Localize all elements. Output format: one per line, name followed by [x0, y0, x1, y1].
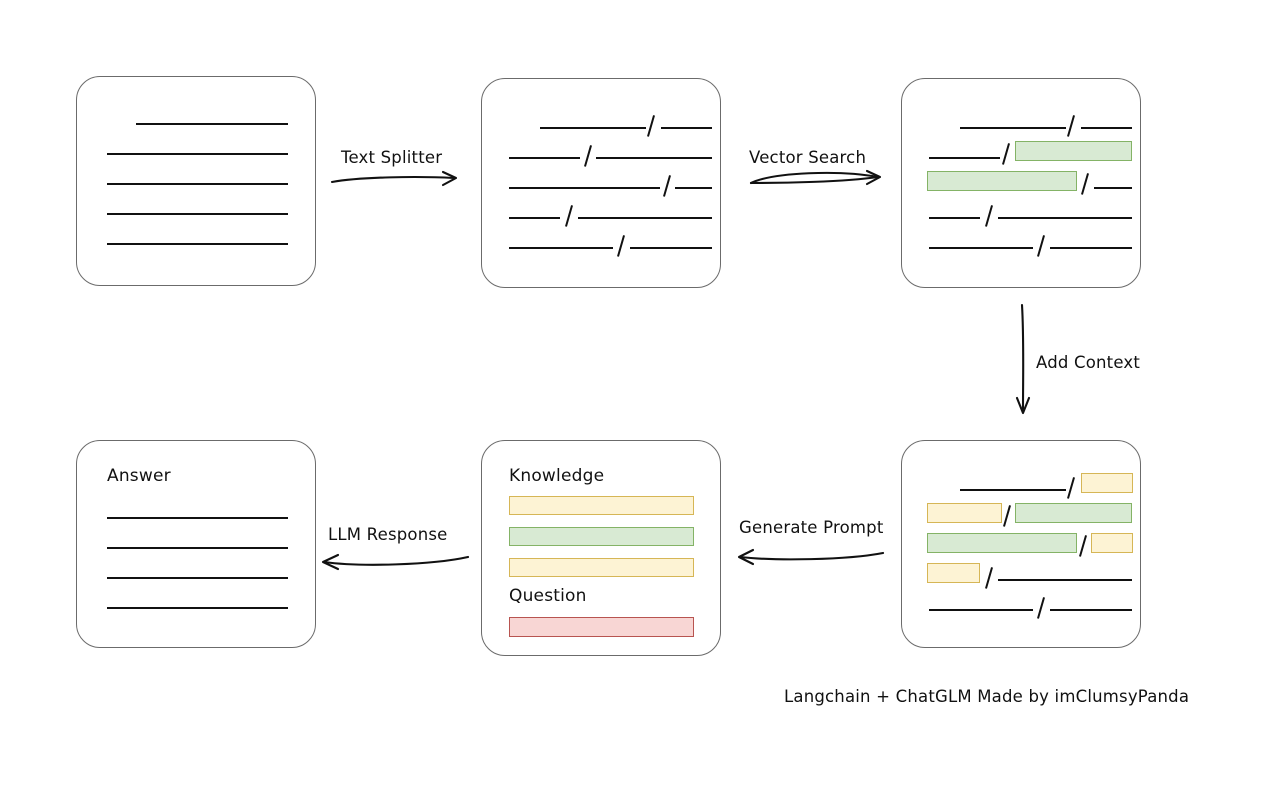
arrow-generate-prompt [737, 548, 885, 566]
chunk-segment [509, 187, 660, 189]
chunk-segment [630, 247, 712, 249]
card-answer[interactable]: Answer [76, 440, 316, 648]
document-line [107, 243, 288, 245]
chunk-slash [1003, 505, 1012, 527]
chunk-slash [1067, 115, 1076, 137]
knowledge-bar-green-1[interactable] [509, 527, 694, 546]
arrow-llm-response [321, 553, 470, 571]
chunk-slash [985, 567, 994, 589]
chunk-segment [929, 217, 980, 219]
answer-line [107, 607, 288, 609]
card-matched-chunks[interactable] [901, 78, 1141, 288]
chunk-slash [565, 205, 574, 227]
chunk-slash [647, 115, 656, 137]
edge-label-text-splitter: Text Splitter [341, 148, 443, 167]
edge-label-generate-prompt: Generate Prompt [739, 518, 884, 537]
chunk-slash [1037, 235, 1046, 257]
chunk-segment [1050, 247, 1132, 249]
card-prompt[interactable]: Knowledge Question [481, 440, 721, 656]
chunk-slash [1002, 143, 1011, 165]
highlight-chip-yellow[interactable] [927, 503, 1002, 523]
chunk-slash [663, 175, 672, 197]
chunk-segment [509, 157, 580, 159]
chunk-segment [578, 217, 712, 219]
card-source-document[interactable] [76, 76, 316, 286]
document-line [107, 213, 288, 215]
knowledge-bar-yellow-2[interactable] [509, 558, 694, 577]
card-context-chunks[interactable] [901, 440, 1141, 648]
chunk-slash [584, 145, 593, 167]
edge-label-add-context: Add Context [1036, 353, 1141, 372]
chunk-segment [509, 217, 560, 219]
chunk-slash [985, 205, 994, 227]
chunk-segment [661, 127, 712, 129]
prompt-heading-knowledge: Knowledge [509, 466, 605, 486]
chunk-segment [929, 157, 1000, 159]
highlight-chip-green[interactable] [927, 533, 1077, 553]
arrow-vector-search [749, 169, 882, 186]
chunk-slash [1079, 535, 1088, 557]
arrow-text-splitter [330, 170, 458, 187]
document-line [107, 183, 288, 185]
document-line [136, 123, 288, 125]
edge-label-vector-search: Vector Search [749, 148, 867, 167]
credit-text: Langchain + ChatGLM Made by imClumsyPand… [784, 687, 1190, 706]
chunk-slash [1037, 597, 1046, 619]
chunk-segment [675, 187, 712, 189]
answer-line [107, 577, 288, 579]
highlight-chip-green[interactable] [1015, 503, 1132, 523]
chunk-segment [1094, 187, 1132, 189]
document-line [107, 153, 288, 155]
highlight-chip-yellow[interactable] [1091, 533, 1133, 553]
chunk-slash [617, 235, 626, 257]
highlight-chip-green[interactable] [1015, 141, 1132, 161]
chunk-segment [929, 247, 1033, 249]
card-split-chunks[interactable] [481, 78, 721, 288]
answer-line [107, 517, 288, 519]
chunk-segment [596, 157, 712, 159]
answer-line [107, 547, 288, 549]
edge-label-llm-response: LLM Response [328, 525, 448, 544]
highlight-chip-yellow[interactable] [927, 563, 980, 583]
chunk-segment [960, 127, 1066, 129]
chunk-segment [929, 609, 1033, 611]
chunk-slash [1067, 477, 1076, 499]
chunk-segment [998, 217, 1132, 219]
chunk-segment [1081, 127, 1132, 129]
answer-heading: Answer [107, 466, 171, 486]
chunk-segment [540, 127, 646, 129]
chunk-segment [998, 579, 1132, 581]
chunk-slash [1081, 173, 1090, 195]
knowledge-bar-yellow-1[interactable] [509, 496, 694, 515]
highlight-chip-yellow[interactable] [1081, 473, 1133, 493]
highlight-chip-green[interactable] [927, 171, 1077, 191]
arrow-add-context [1015, 303, 1031, 415]
chunk-segment [1050, 609, 1132, 611]
chunk-segment [509, 247, 613, 249]
chunk-segment [960, 489, 1066, 491]
prompt-heading-question: Question [509, 586, 587, 606]
question-bar-red-1[interactable] [509, 617, 694, 637]
